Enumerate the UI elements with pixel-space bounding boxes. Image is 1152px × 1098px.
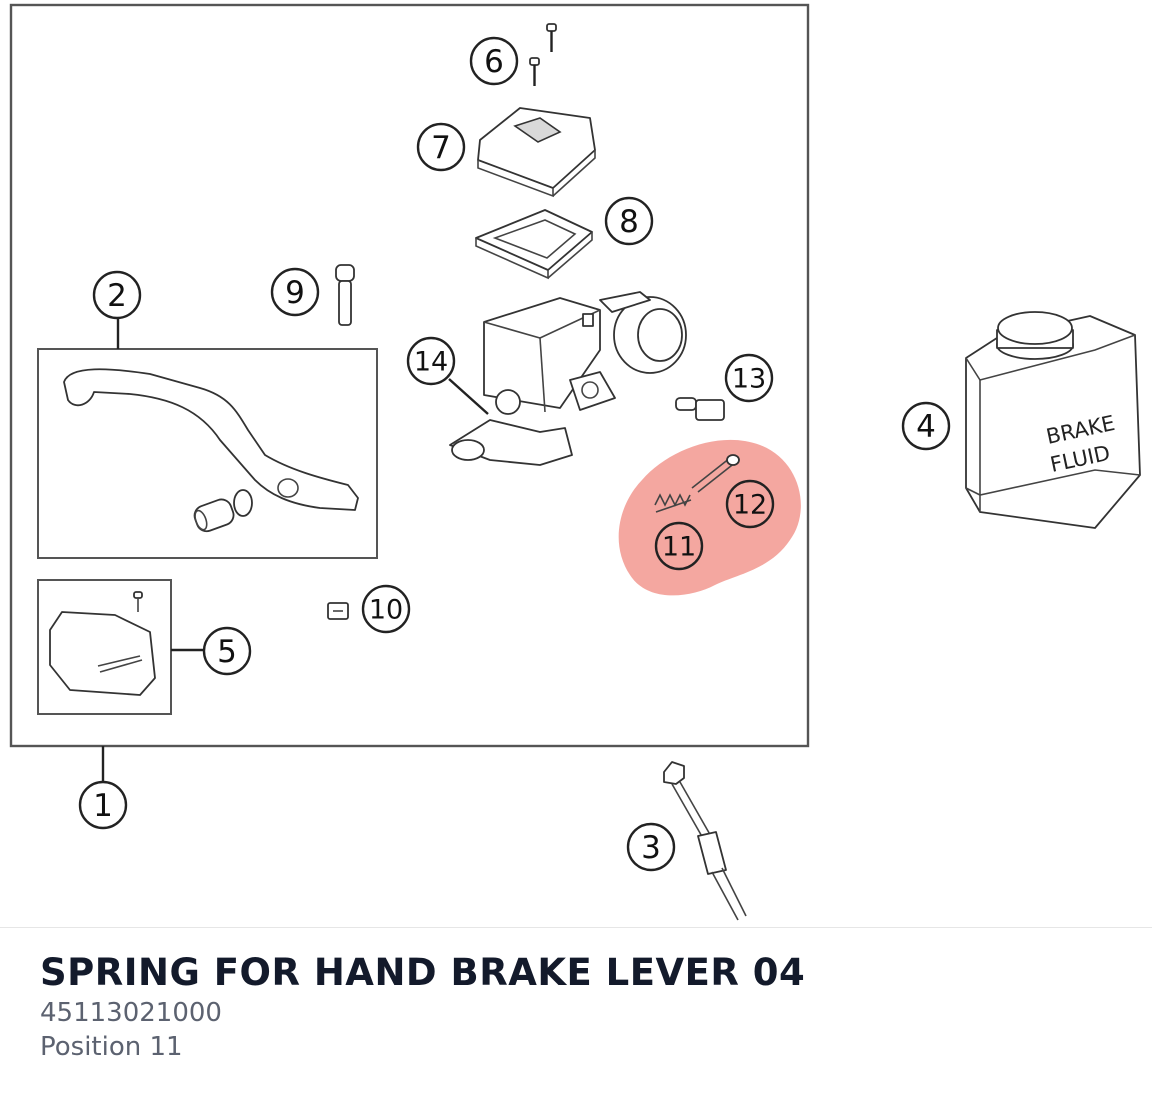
callout-14[interactable]: 14 — [406, 336, 456, 386]
svg-text:8: 8 — [619, 204, 639, 240]
svg-text:13: 13 — [732, 364, 766, 395]
callout-5[interactable]: 5 — [202, 626, 252, 676]
callout-3[interactable]: 3 — [626, 822, 676, 872]
svg-text:7: 7 — [431, 130, 451, 166]
svg-text:1: 1 — [93, 788, 113, 824]
callout-13[interactable]: 13 — [724, 353, 774, 403]
svg-text:12: 12 — [733, 490, 767, 521]
svg-text:2: 2 — [107, 278, 127, 314]
svg-text:3: 3 — [641, 830, 661, 866]
callout-12[interactable]: 12 — [725, 479, 775, 529]
svg-text:14: 14 — [414, 347, 448, 378]
master-cylinder-body — [449, 291, 687, 466]
part-9-bolt — [335, 264, 355, 326]
part-5-frame — [37, 579, 172, 715]
highlight-region — [618, 439, 801, 596]
part-3-brake-hose — [663, 761, 747, 921]
part-4-brake-fluid-can — [965, 311, 1141, 529]
part-13-screw — [675, 397, 725, 421]
callout-6[interactable]: 6 — [469, 36, 519, 86]
svg-text:11: 11 — [662, 532, 696, 563]
part-11-spring — [654, 493, 692, 513]
part-8-gasket — [475, 209, 593, 280]
part-10-nut — [327, 602, 349, 620]
svg-text:5: 5 — [217, 634, 237, 670]
callout-7[interactable]: 7 — [416, 122, 466, 172]
part-number: 45113021000 — [40, 998, 222, 1028]
part-title: SPRING FOR HAND BRAKE LEVER 04 — [40, 951, 806, 994]
callout-11[interactable]: 11 — [654, 521, 704, 571]
callout-8[interactable]: 8 — [604, 196, 654, 246]
callout-2[interactable]: 2 — [92, 270, 142, 320]
svg-text:10: 10 — [369, 595, 403, 626]
callout-9[interactable]: 9 — [270, 267, 320, 317]
callout-4[interactable]: 4 — [901, 401, 951, 451]
part-info-panel: SPRING FOR HAND BRAKE LEVER 04 451130210… — [40, 950, 1120, 1064]
part-7-reservoir-cover — [477, 107, 596, 198]
svg-text:6: 6 — [484, 44, 504, 80]
part-position: Position 11 — [40, 1032, 183, 1062]
assembly-frame — [9, 3, 810, 748]
svg-text:4: 4 — [916, 409, 936, 445]
part-6-screws — [529, 23, 557, 86]
part-2-frame — [37, 348, 378, 559]
part-12-pin — [691, 454, 740, 493]
exploded-parts-diagram: BRAKE FLUID 1 2 3 4 5 6 7 8 — [9, 3, 1141, 921]
callout-10[interactable]: 10 — [361, 584, 411, 634]
part-5-cap — [49, 591, 156, 696]
callout-1[interactable]: 1 — [78, 780, 128, 830]
svg-text:9: 9 — [285, 275, 305, 311]
part-2-hand-lever — [63, 368, 359, 533]
section-divider — [0, 927, 1152, 928]
